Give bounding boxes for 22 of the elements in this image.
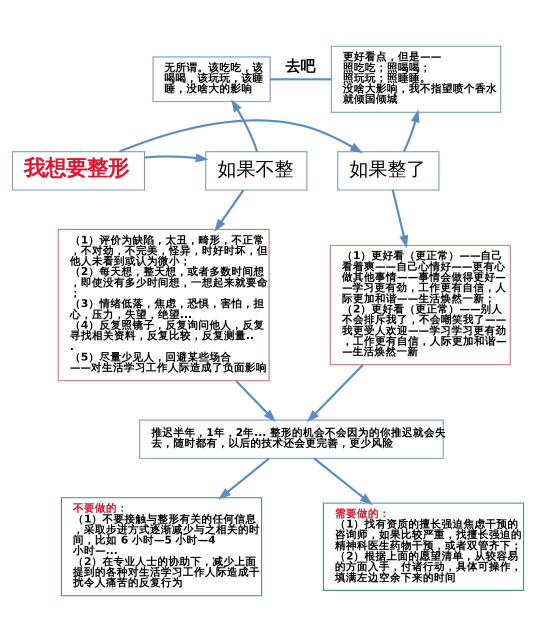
arrow	[235, 380, 276, 422]
arrow	[306, 364, 364, 422]
node-box: 无所谓。该吃吃，该喝喝，该玩玩，该睡睡，没啥大的影响	[152, 56, 271, 102]
node-box: 如果不整	[205, 150, 308, 190]
node-box: 如果整了	[337, 150, 440, 190]
arrow	[403, 109, 420, 152]
connector	[270, 78, 332, 80]
node-box: 需要做的： （1）找有资质的擅长强迫焦虑干预的咨询师，如果比较严重，找擅长强迫的精神科医生药物干预，或者双管齐下； （2）根据上面的愿望清单，从较容易的方面入手，付诸行动，具体可操作，填满左边空余下来的时间	[322, 502, 524, 590]
arrow	[144, 152, 209, 162]
node-box: 推迟半年，1年，2年... 整形的机会不会因为的你推迟就会失去，随时都有，以后的技术还会更完善，更少风险	[139, 419, 444, 458]
edge-label: 去吧	[285, 56, 316, 74]
arrow	[231, 98, 258, 152]
node-box: 更好看点，但是—— 照吃吃；照喝喝； 照玩玩；照睡睡。 没啥大影响，我不指望喷个香水就倾国倾城	[330, 45, 502, 112]
node-box: （1）更好看（更正常）——自己看着爽——自己心情好——更有心做其他事情——事情会做得更好——学习更有劲，工作更有自信，人际更加和谐——生活焕然一新； （2）更好看（更正常）——别人不会排斥我了，不会嘲笑我了——我更受人欢迎——学习学习更有劲，工作更有自信，人际更加和谐——生活焕然一新	[330, 244, 511, 365]
arrow	[313, 457, 373, 505]
arrow	[119, 118, 363, 153]
arrow	[214, 189, 244, 232]
node-box: 不要做的： （1）不要接触与整形有关的任何信息，采取步进方式逐渐减少与之相关的时间，比如 6 小时—5 小时—4 小时—... （2）在专业人士的协助下，减少上面提到的各种对生活学习工作人际造成干扰令人痛苦的反复行为	[60, 496, 262, 596]
arrow	[392, 190, 408, 248]
node-box: 我想要整形	[12, 150, 145, 190]
node-box: （1）评价为缺陷，太丑，畸形，不正常，不对劲，不完美，怪异，时好时坏，但他人未看到或认为微小； （2）每天想，整天想，或者多数时间想，即使没有多少时间想，一想起来就要命； （3）情绪低落，焦虑，恐惧，害怕，担心，压力，失望，绝望... （4）反复照镜子，反复询问他人，反复寻找相关资料，反复比较，反复测量... （5）尽量少见人，回避某些场合 ——对生活学习工作人际造成了负面影响	[58, 228, 270, 381]
arrow	[218, 457, 270, 500]
